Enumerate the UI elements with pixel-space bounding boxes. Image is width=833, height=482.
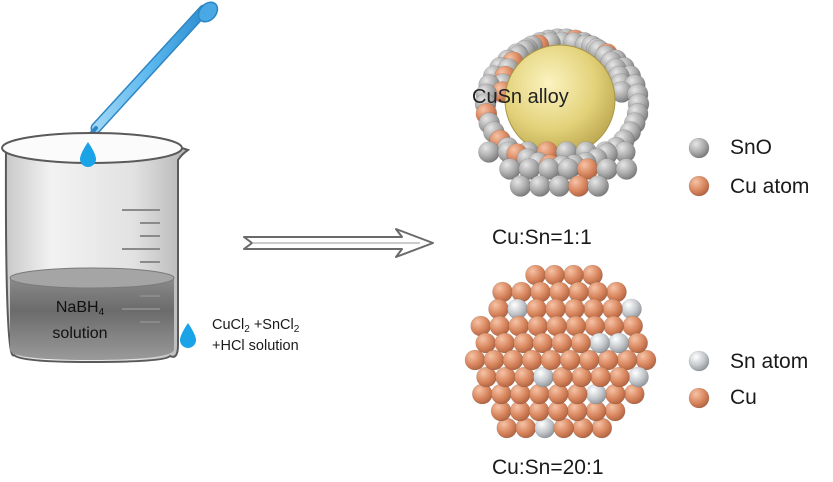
copper-atom [606,281,627,303]
copper-atom [688,175,710,197]
legend-cu: Cu [730,386,757,409]
copper-atom [540,349,562,371]
hcl-text: +HCl solution [212,338,299,354]
copper-atom [688,387,710,409]
reagent-subscript: 4 [98,307,105,318]
copper-atom [551,332,573,354]
copper-atom [559,349,581,371]
top-caption: Cu:Sn=1:1 [492,226,592,249]
core-label: CuSn alloy [472,86,569,108]
legend-sno: SnO [730,136,773,159]
copper-atom [604,383,626,405]
pipette-icon [86,1,219,139]
oxide-atom [587,175,610,197]
copper-atom [528,383,550,405]
oxide-atom [548,175,571,197]
copper-atom [492,281,513,303]
cucl2-sub: 2 [244,324,250,335]
arrow-icon [243,228,434,258]
bottom-caption: Cu:Sn=20:1 [492,456,604,479]
copper-atom [549,281,570,303]
copper-atom [521,349,543,371]
copper-atom [590,366,611,388]
copper-atom [567,175,590,197]
copper-atom [547,383,569,405]
copper-atom [623,383,645,405]
copper-atom [570,332,592,354]
drop-icon [180,323,196,348]
copper-atom [490,383,512,405]
sncl2-text: +SnCl [249,317,294,333]
copper-atom [609,366,630,388]
oxide-atom [509,175,532,197]
copper-atom [471,383,493,405]
bottom-particle [464,264,657,439]
legend-cu-atom: Cu atom [730,175,810,198]
tin-atom [628,366,649,388]
copper-atom [511,281,532,303]
copper-atom [568,281,589,303]
oxide-atom [529,175,551,197]
reagent-name: NaBH [55,299,99,316]
oxide-atom [478,141,500,163]
copper-atom [552,366,573,388]
legend-dots [688,137,710,409]
copper-atom [530,281,551,303]
copper-atom [587,281,608,303]
copper-atom [566,383,588,405]
copper-atom [483,349,505,371]
sncl2-sub: 2 [293,324,300,335]
beaker-icon [1,132,191,364]
drop-label: CuCl2 +SnCl2 +HCl solution [212,317,299,355]
tin-atom [585,383,607,405]
copper-atom [627,332,649,354]
copper-atom [509,383,531,405]
tin-atom [608,332,630,354]
copper-atom [464,349,486,371]
oxide-atom [615,158,638,180]
copper-atom [502,349,524,371]
tin-atom [688,350,710,372]
reagent-line2: solution [52,325,108,342]
oxide-atom [688,137,710,159]
top-particle [474,28,650,197]
cucl2-text: CuCl [212,317,245,333]
drop-icon [80,142,96,167]
legend-sn-atom: Sn atom [730,350,809,373]
beaker-label: NaBH4 solution [30,297,130,344]
tin-atom [589,332,611,354]
